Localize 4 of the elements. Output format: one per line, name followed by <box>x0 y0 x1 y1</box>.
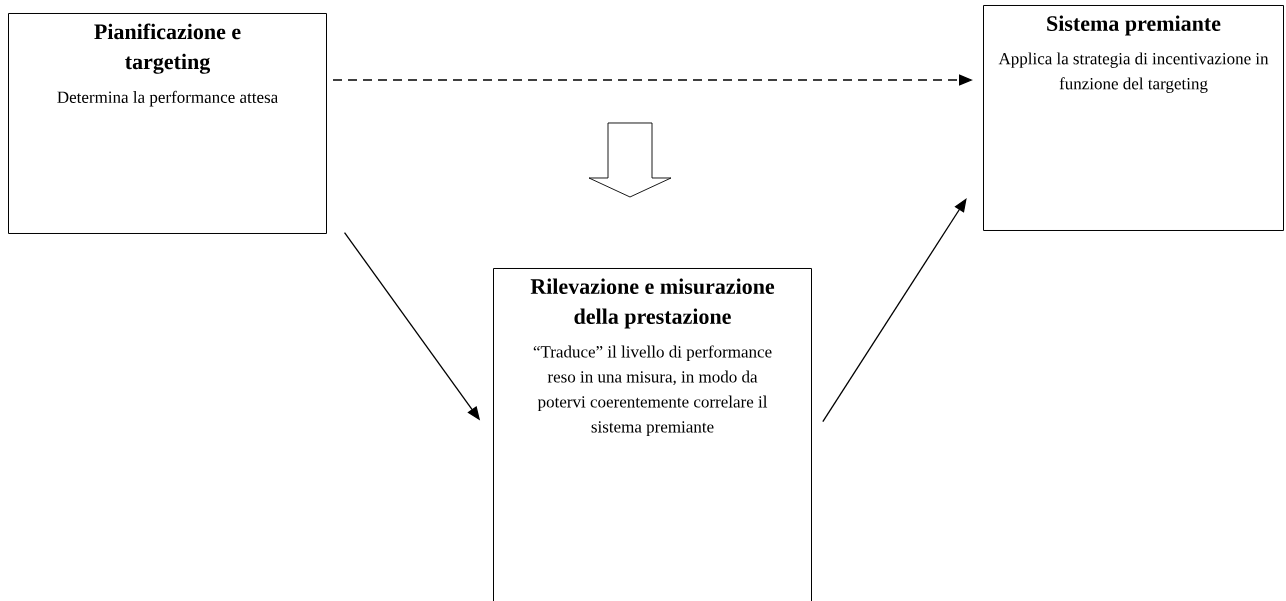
arrow <box>822 198 967 423</box>
process-box: Pianificazione e targeting Determina la performance attesa <box>8 13 327 234</box>
process-box: Rilevazione e misurazione della prestazione “Traduce” il livello di performance reso in una misura, in modo da potervi coerentemente correlare il sistema premiante <box>493 268 812 601</box>
process-box: Sistema premiante Applica la strategia di incentivazione in funzione del targeting <box>983 5 1284 231</box>
